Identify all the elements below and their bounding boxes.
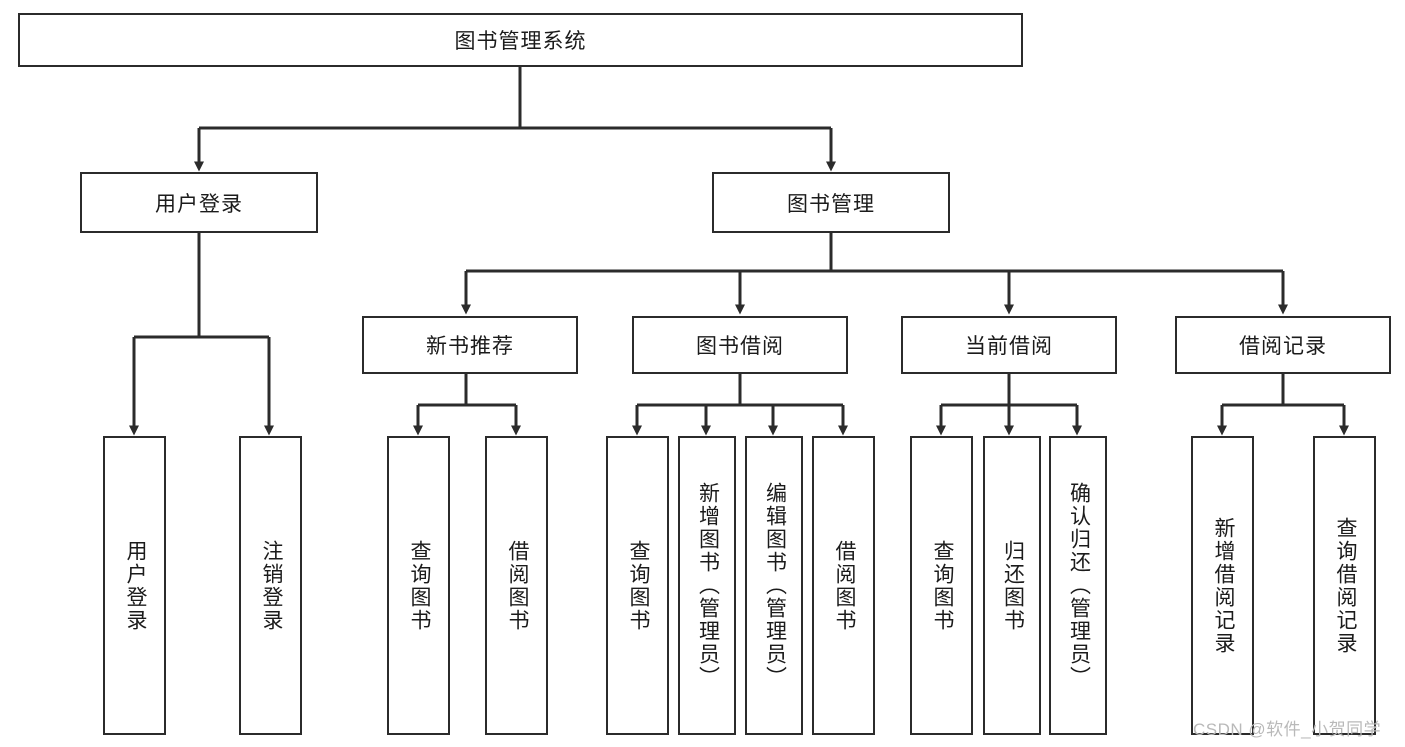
node-book-borrow-label: 图书借阅 xyxy=(696,335,784,358)
node-user-login[interactable]: 用户登录 xyxy=(80,172,318,233)
node-user-login-label: 用户登录 xyxy=(155,192,243,216)
leaf-user-login[interactable]: 用户登录 xyxy=(103,436,166,735)
leaf-add-book[interactable]: 新增图书（管理员） xyxy=(678,436,736,735)
leaf-borrow-book-1[interactable]: 借阅图书 xyxy=(485,436,548,735)
leaf-return-book-label: 归还图书 xyxy=(1001,539,1025,632)
leaf-borrow-book-2[interactable]: 借阅图书 xyxy=(812,436,875,735)
node-borrow-record-label: 借阅记录 xyxy=(1239,335,1327,358)
node-current-borrow-label: 当前借阅 xyxy=(965,335,1053,358)
node-new-book-recommend-label: 新书推荐 xyxy=(426,335,514,358)
node-root-label: 图书管理系统 xyxy=(454,30,587,53)
leaf-query-record[interactable]: 查询借阅记录 xyxy=(1313,436,1376,735)
node-root[interactable]: 图书管理系统 xyxy=(18,13,1023,67)
node-book-borrow[interactable]: 图书借阅 xyxy=(632,316,848,374)
leaf-borrow-book-1-label: 借阅图书 xyxy=(505,539,529,632)
node-book-manage[interactable]: 图书管理 xyxy=(712,172,950,233)
node-borrow-record[interactable]: 借阅记录 xyxy=(1175,316,1391,374)
leaf-query-book-1-label: 查询图书 xyxy=(407,539,431,632)
leaf-query-book-2[interactable]: 查询图书 xyxy=(606,436,669,735)
leaf-query-book-3-label: 查询图书 xyxy=(930,539,954,632)
leaf-borrow-book-2-label: 借阅图书 xyxy=(832,539,856,632)
leaf-edit-book[interactable]: 编辑图书（管理员） xyxy=(745,436,803,735)
leaf-return-book[interactable]: 归还图书 xyxy=(983,436,1041,735)
leaf-query-book-2-label: 查询图书 xyxy=(626,539,650,632)
leaf-user-login-label: 用户登录 xyxy=(123,539,147,632)
leaf-edit-book-label: 编辑图书（管理员） xyxy=(763,482,787,689)
leaf-add-book-label: 新增图书（管理员） xyxy=(696,482,720,689)
leaf-add-record[interactable]: 新增借阅记录 xyxy=(1191,436,1254,735)
leaf-confirm-return-label: 确认归还（管理员） xyxy=(1067,482,1091,689)
leaf-query-record-label: 查询借阅记录 xyxy=(1333,516,1357,655)
leaf-confirm-return[interactable]: 确认归还（管理员） xyxy=(1049,436,1107,735)
leaf-add-record-label: 新增借阅记录 xyxy=(1211,516,1235,655)
leaf-query-book-3[interactable]: 查询图书 xyxy=(910,436,973,735)
leaf-query-book-1[interactable]: 查询图书 xyxy=(387,436,450,735)
leaf-logout-login-label: 注销登录 xyxy=(259,539,283,632)
node-book-manage-label: 图书管理 xyxy=(787,192,875,216)
node-new-book-recommend[interactable]: 新书推荐 xyxy=(362,316,578,374)
leaf-logout-login[interactable]: 注销登录 xyxy=(239,436,302,735)
node-current-borrow[interactable]: 当前借阅 xyxy=(901,316,1117,374)
